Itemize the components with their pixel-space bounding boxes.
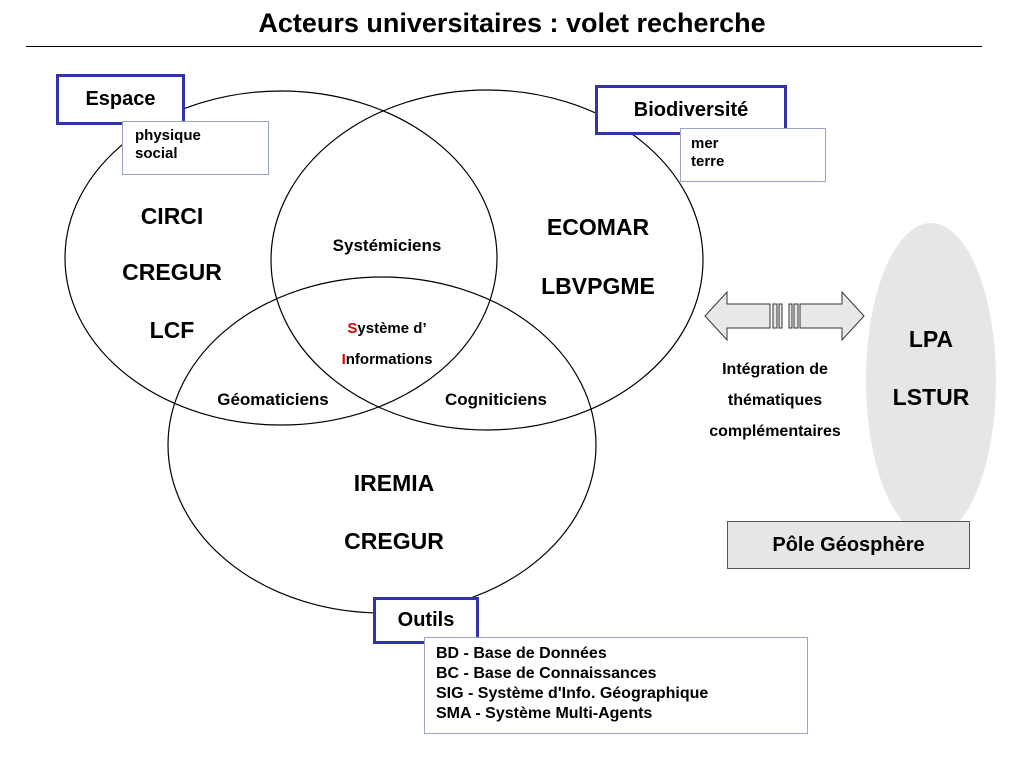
page-title: Acteurs universitaires : volet recherche — [258, 8, 766, 38]
espace-actor: CIRCI — [140, 203, 204, 229]
systeme-rest: ystème d’ — [357, 320, 427, 337]
outils-item: SMA - Système Multi-Agents — [436, 705, 653, 722]
outils-items-box: BD - Base de Données BC - Base de Connai… — [424, 637, 808, 734]
biodiversite-items-box: mer terre — [680, 128, 826, 182]
integration-arrow — [704, 290, 865, 342]
information-initial: I — [341, 351, 346, 368]
systeme-initial: S — [347, 320, 358, 337]
espace-items-box: physique social — [122, 121, 269, 175]
integration-line: Intégration de — [722, 361, 828, 378]
espace-item: social — [135, 145, 178, 162]
integration-line: complémentaires — [709, 423, 841, 440]
geomaticiens-label: Géomaticiens — [217, 390, 329, 409]
systeme-information-label: Système d’ Informations — [297, 313, 477, 375]
outils-actor: IREMIA — [353, 470, 435, 496]
integration-line: thématiques — [727, 392, 823, 409]
espace-header-box: Espace — [56, 74, 185, 125]
biodiversite-circle — [270, 89, 704, 431]
biodiversite-actor: LBVPGME — [541, 273, 655, 299]
espace-circle — [64, 90, 498, 426]
outils-item: BC - Base de Connaissances — [436, 665, 657, 682]
espace-actor: CREGUR — [122, 259, 222, 285]
outils-actor: CREGUR — [344, 528, 444, 554]
espace-actor: LCF — [149, 317, 195, 343]
pole-actor: LSTUR — [892, 384, 970, 410]
biodiversite-item: mer — [691, 135, 719, 152]
integration-caption: Intégration de thématiques complémentair… — [690, 354, 860, 447]
espace-item: physique — [135, 127, 201, 144]
outils-header-box: Outils — [373, 597, 479, 644]
outils-item: SIG - Système d'Info. Géographique — [436, 685, 709, 702]
espace-header: Espace — [85, 88, 156, 110]
pole-label: Pôle Géosphère — [772, 533, 925, 556]
biodiversite-header: Biodiversité — [633, 98, 749, 121]
title-divider — [26, 46, 982, 47]
information-rest: nformations — [345, 351, 433, 368]
cogniticiens-label: Cogniticiens — [444, 390, 547, 409]
outils-header: Outils — [397, 609, 455, 631]
outils-item: BD - Base de Données — [436, 645, 607, 662]
pole-ellipse — [866, 223, 996, 537]
pole-actor: LPA — [908, 326, 954, 352]
pole-label-box: Pôle Géosphère — [727, 521, 970, 569]
biodiversite-item: terre — [691, 153, 725, 170]
systemiciens-label: Systémiciens — [332, 236, 442, 255]
biodiversite-actor: ECOMAR — [546, 214, 650, 240]
